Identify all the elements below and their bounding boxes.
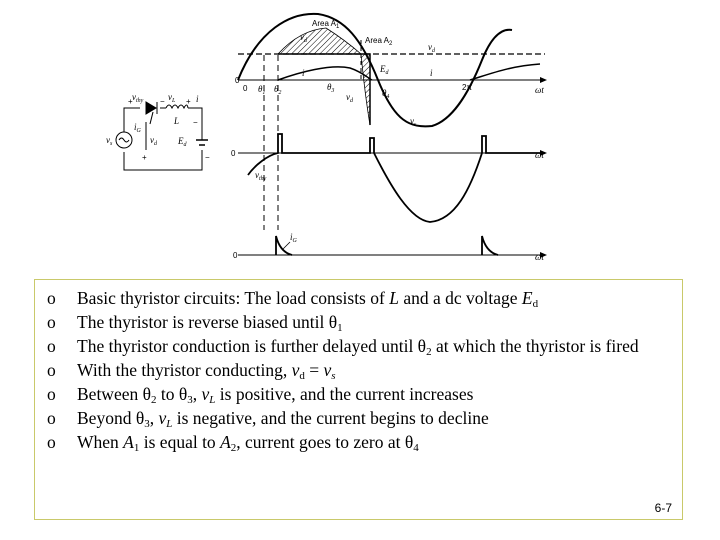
- circuit-plus-3: +: [142, 153, 147, 162]
- circuit-plus-2: +: [186, 97, 191, 106]
- circuit-plus-1: +: [128, 97, 133, 106]
- circuit-ig-label: i: [134, 122, 137, 132]
- vs-label: v: [410, 116, 414, 126]
- vthy-waveform-panel: 0 vthy ωt: [231, 133, 547, 223]
- svg-text:vs: vs: [410, 116, 417, 128]
- omega-t-label-3: ωt: [535, 252, 544, 262]
- ig-pulse-1: [275, 235, 293, 256]
- ig-waveform-panel: 0 iG ωt: [233, 232, 547, 262]
- vthy-wave-label: v: [255, 170, 259, 180]
- theta3-label: θ: [327, 82, 332, 92]
- svg-text:iG: iG: [134, 122, 142, 134]
- svg-text:vthy: vthy: [132, 92, 144, 104]
- ig-pulse-2: [481, 235, 499, 256]
- svg-text:Area A2: Area A2: [365, 36, 393, 47]
- vd-top-label: v: [300, 32, 304, 42]
- area-a2-hatch: [360, 53, 371, 126]
- circuit-labels: vthy vL i L iG vs vd Ed + − + − + −: [106, 92, 210, 162]
- vd-right-label: v: [428, 42, 432, 52]
- svg-text:iG: iG: [290, 232, 298, 244]
- area-a1-label: Area A: [312, 19, 337, 28]
- circuit-minus-1: −: [160, 97, 165, 106]
- svg-text:Ed: Ed: [379, 64, 390, 76]
- svg-text:vd: vd: [300, 32, 308, 44]
- svg-text:vd: vd: [346, 92, 354, 104]
- svg-text:θ1: θ1: [258, 84, 265, 96]
- circuit-ed-label: E: [177, 136, 184, 146]
- thyristor-symbol: [145, 101, 157, 115]
- circuit-l-label: L: [173, 116, 179, 126]
- area-a1-hatch: [277, 27, 363, 55]
- ed-label: E: [379, 64, 386, 74]
- theta2-label: θ: [274, 84, 279, 94]
- zero-top-label: 0: [235, 76, 240, 85]
- circuit-minus-3: −: [205, 153, 210, 162]
- svg-text:vL: vL: [168, 92, 176, 104]
- circuit-minus-2: −: [193, 118, 198, 127]
- svg-text:θ2: θ2: [274, 84, 281, 96]
- current-wave: [277, 66, 373, 81]
- i-right-label: i: [430, 68, 433, 78]
- zero-axis-label: 0: [243, 84, 248, 93]
- svg-text:vs: vs: [106, 135, 113, 147]
- zero-label-2: 0: [231, 149, 236, 158]
- circuit-vd-label: v: [150, 135, 154, 145]
- thyristor-waveform-figure: Area A1 vd Area A2 vd Ed i i vs 0 0 θ1 θ…: [106, 12, 547, 262]
- theta1-label: θ: [258, 84, 263, 94]
- svg-text:Ed: Ed: [177, 136, 188, 148]
- two-pi-label: 2π: [462, 83, 472, 92]
- vd-mid-label: v: [346, 92, 350, 102]
- ig-wave-label: i: [290, 232, 293, 242]
- svg-text:θ4: θ4: [382, 88, 389, 100]
- vthy-wave: [247, 133, 545, 223]
- omega-t-label-1: ωt: [535, 85, 544, 95]
- circuit-vs-label: v: [106, 135, 110, 145]
- inductor-symbol: [165, 104, 189, 110]
- area-a2-label: Area A: [365, 36, 390, 45]
- theta4-label: θ: [382, 88, 387, 98]
- circuit-i-label: i: [196, 94, 199, 104]
- svg-text:vd: vd: [428, 42, 436, 54]
- circuit-vl-label: v: [168, 92, 172, 102]
- svg-text:θ3: θ3: [327, 82, 334, 94]
- svg-text:vd: vd: [150, 135, 158, 147]
- page-number: 6-7: [654, 501, 672, 515]
- svg-text:vthy: vthy: [255, 170, 267, 182]
- thyristor-circuit-schematic: [115, 101, 208, 171]
- svg-text:Area A1: Area A1: [312, 19, 340, 30]
- vs-sine-wave: [237, 12, 513, 128]
- omega-t-label-2: ωt: [535, 150, 544, 160]
- zero-label-3: 0: [233, 251, 238, 260]
- top-waveform-panel: Area A1 vd Area A2 vd Ed i i vs 0 0 θ1 θ…: [235, 12, 547, 230]
- vd-wave: [278, 53, 371, 125]
- i-left-label: i: [302, 68, 305, 78]
- circuit-vthy-label: v: [132, 92, 136, 102]
